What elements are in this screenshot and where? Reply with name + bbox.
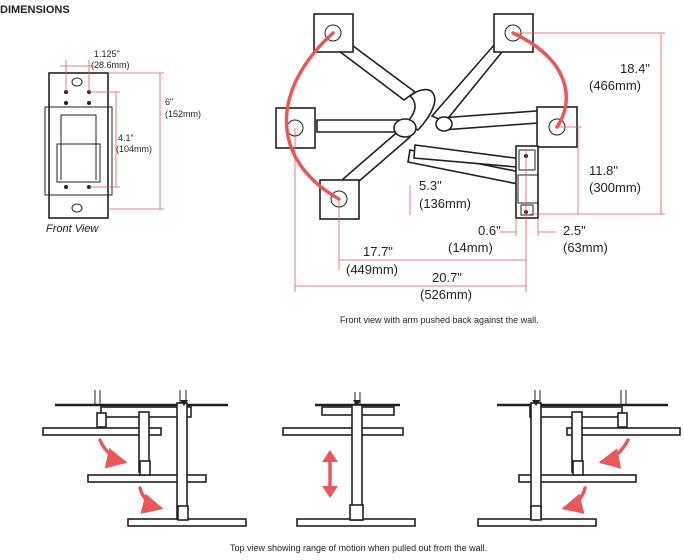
top-view-center [282, 392, 416, 527]
dim-11-8-mm: (300mm) [589, 180, 641, 195]
dim-11-8-in: 11.8" [589, 163, 618, 178]
hole-spacing-mm: (104mm) [116, 144, 152, 154]
top-view-left [42, 390, 247, 527]
front-view-plate [44, 60, 164, 219]
plate-height-mm: (152mm) [165, 109, 201, 119]
dim-2-5-in: 2.5" [563, 223, 586, 238]
dim-5-3-mm: (136mm) [419, 196, 471, 211]
left-swing-arc [284, 31, 341, 201]
dim-17-7-mm: (449mm) [346, 262, 398, 277]
dim-18-4-mm: (466mm) [589, 78, 641, 93]
arm-dimension-lines [294, 32, 665, 292]
top-view-right [477, 390, 681, 527]
dim-5-3-in: 5.3" [419, 178, 442, 193]
plate-width-mm: (28.6mm) [91, 60, 130, 70]
dim-0-6-mm: (14mm) [448, 240, 493, 255]
dim-17-7-in: 17.7" [363, 244, 393, 259]
front-view-label: Front View [46, 223, 99, 235]
plate-height-in: 6" [165, 97, 173, 107]
dim-18-4-in: 18.4" [620, 61, 650, 76]
dim-20-7-in: 20.7" [432, 270, 462, 285]
dim-20-7-mm: (526mm) [420, 287, 472, 302]
dim-2-5-mm: (63mm) [563, 240, 608, 255]
page-heading: DIMENSIONS [0, 4, 70, 16]
dim-0-6-in: 0.6" [478, 223, 501, 238]
arm-front-view [275, 13, 578, 220]
plate-width-in: 1.125" [94, 49, 120, 59]
hole-spacing-in: 4.1" [118, 133, 134, 143]
top-view-caption: Top view showing range of motion when pu… [230, 543, 487, 553]
right-swing-arc [511, 31, 569, 129]
front-view-caption: Front view with arm pushed back against … [340, 315, 539, 325]
